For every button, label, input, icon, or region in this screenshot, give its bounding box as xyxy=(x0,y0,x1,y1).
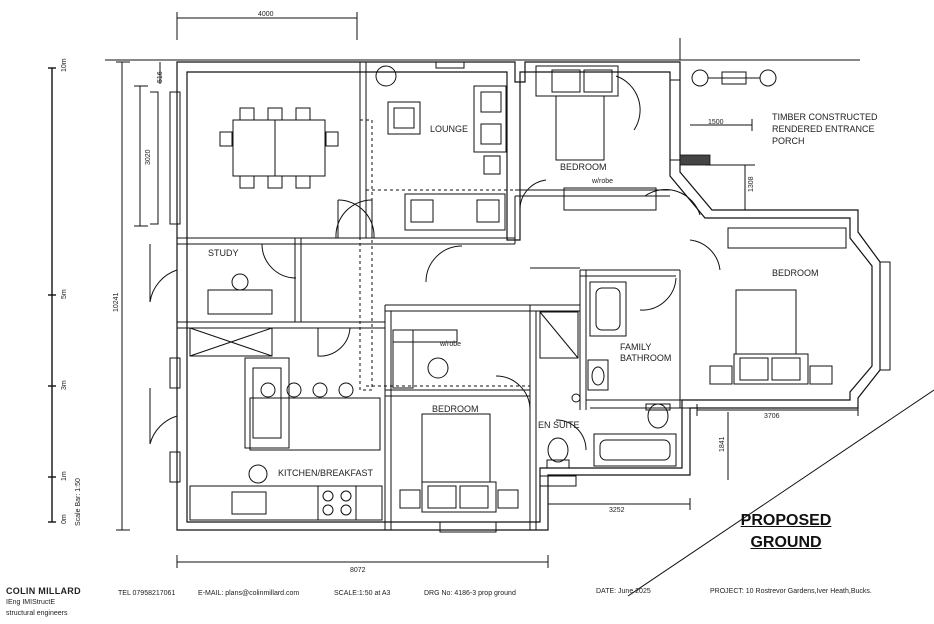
kitchen-units xyxy=(189,327,383,521)
drawing-title-line2: GROUND xyxy=(750,534,822,551)
dining-table xyxy=(219,107,339,189)
room-label-study: STUDY xyxy=(208,248,239,258)
scale-bar xyxy=(48,67,56,523)
scale-label-10m: 10m xyxy=(61,58,68,72)
room-label-en-suite: EN SUITE xyxy=(538,420,580,430)
dim-top-label: 4000 xyxy=(258,11,274,18)
porch-label-line3: PORCH xyxy=(772,136,805,146)
porch-hatching xyxy=(679,154,711,166)
dim-516-label: 516 xyxy=(157,71,164,83)
lounge-furniture xyxy=(375,65,507,231)
dim-overall-width-label: 8072 xyxy=(350,567,366,574)
dim-1308-label: 1308 xyxy=(748,176,755,192)
motorcycle xyxy=(691,69,777,87)
room-label-family-bath-2: BATHROOM xyxy=(620,353,671,363)
doors xyxy=(149,75,721,451)
drawing-title: PROPOSED GROUND xyxy=(722,510,850,554)
room-label-bedroom-lower: BEDROOM xyxy=(432,404,479,414)
drawing-title-line1: PROPOSED xyxy=(740,512,832,529)
bed-top-bedroom xyxy=(535,65,657,211)
company-qualification: IEng IMIStructE xyxy=(6,599,56,606)
porch-label-line2: RENDERED ENTRANCE xyxy=(772,124,875,134)
scale-caption: Scale Bar: 1:50 xyxy=(75,478,82,526)
room-label-bedroom-right: BEDROOM xyxy=(772,268,819,278)
telephone: TEL 07958217061 xyxy=(118,590,176,597)
scale-label-5m: 5m xyxy=(61,289,68,299)
dim-line-bottom xyxy=(176,498,691,568)
study-desk xyxy=(207,273,273,315)
title-block: COLIN MILLARD IEng IMIStructE structural… xyxy=(0,580,934,624)
windows xyxy=(169,61,891,533)
room-label-wrobe-top: w/robe xyxy=(591,178,613,185)
dashed-lines xyxy=(359,119,580,391)
bed-right-bedroom xyxy=(709,227,847,385)
porch-label-line1: TIMBER CONSTRUCTED xyxy=(772,112,878,122)
dim-3020-label: 3020 xyxy=(145,149,152,165)
section-line xyxy=(627,389,934,597)
room-label-kitchen: KITCHEN/BREAKFAST xyxy=(278,468,374,478)
scale-label-1m: 1m xyxy=(61,471,68,481)
dim-line-left xyxy=(116,61,161,531)
drawing-number: DRG No: 4186-3 prop ground xyxy=(424,590,516,597)
company-tagline: structural engineers xyxy=(6,610,68,617)
dim-3706-label: 3706 xyxy=(764,413,780,420)
wardrobe-middle xyxy=(392,329,458,389)
company-name: COLIN MILLARD xyxy=(6,586,81,596)
room-label-lounge: LOUNGE xyxy=(430,124,468,134)
email: E-MAIL: plans@colinmillard.com xyxy=(198,590,300,597)
dim-1500-label: 1500 xyxy=(708,119,724,126)
room-label-wrobe-mid: w/robe xyxy=(439,341,461,348)
dim-overall-height-label: 10241 xyxy=(113,292,120,312)
dim-1841-label: 1841 xyxy=(719,436,726,452)
dim-3252-label: 3252 xyxy=(609,507,625,514)
scale-label-3m: 3m xyxy=(61,380,68,390)
room-label-family-bath-1: FAMILY xyxy=(620,342,651,352)
bed-lower-bedroom xyxy=(399,413,519,513)
dim-line-top xyxy=(176,12,358,40)
scale-info: SCALE:1:50 at A3 xyxy=(334,590,391,597)
bathroom-fixtures xyxy=(539,281,677,487)
drawing-date: DATE: June 2025 xyxy=(596,588,651,595)
internal-walls xyxy=(177,62,690,530)
dim-lines-right xyxy=(690,119,859,480)
project-address: PROJECT: 10 Rostrevor Gardens,Iver Heath… xyxy=(710,588,872,595)
scale-label-0m: 0m xyxy=(61,514,68,524)
room-label-bedroom-top: BEDROOM xyxy=(560,162,607,172)
